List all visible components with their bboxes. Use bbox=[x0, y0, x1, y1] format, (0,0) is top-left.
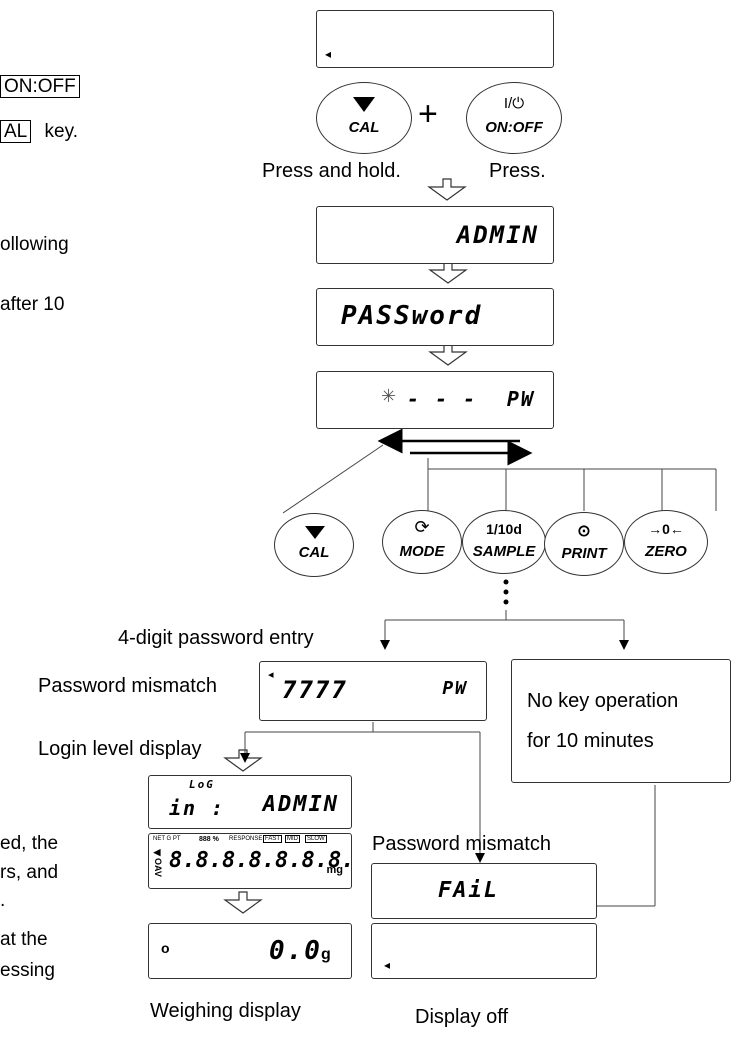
press-hold-label: Press and hold. bbox=[262, 160, 401, 182]
password-text: PASSword bbox=[341, 301, 483, 331]
left-line-3: ollowing bbox=[0, 234, 69, 255]
cycle-icon: ⟳ bbox=[414, 517, 430, 537]
pw-mismatch-right-label: Password mismatch bbox=[372, 833, 551, 855]
left-line-8: at the bbox=[0, 929, 48, 950]
display-login: LoG in : ADMIN bbox=[148, 775, 352, 829]
triangle-down-icon bbox=[353, 97, 375, 112]
power-icon: I/⏻ bbox=[503, 95, 525, 112]
display-password: PASSword bbox=[316, 288, 554, 346]
cal-button[interactable]: CAL bbox=[274, 513, 354, 577]
mismatch-digits: 7777 bbox=[282, 676, 348, 704]
four-digit-label: 4-digit password entry bbox=[118, 627, 314, 649]
display-segment-test: NET G PT 888 % RESPONSE FAST MID SLOW ◀O… bbox=[148, 833, 352, 889]
cursor-marker: ◂ bbox=[384, 958, 391, 972]
login-admin-text: ADMIN bbox=[262, 792, 339, 817]
cal-label: CAL bbox=[298, 544, 330, 561]
left-line-6: rs, and bbox=[0, 862, 59, 883]
fast-tag: FAST bbox=[263, 835, 283, 843]
triangle-down-icon bbox=[305, 526, 325, 539]
hollow-arrow-3 bbox=[428, 343, 468, 366]
no-key-box: No key operation for 10 minutes bbox=[511, 659, 731, 783]
left-line-9: essing bbox=[0, 960, 55, 981]
cursor-marker: ◂ bbox=[325, 47, 332, 61]
hollow-arrow-6 bbox=[223, 891, 263, 914]
display-pw-entry: ✳ - - - PW bbox=[316, 371, 554, 429]
slow-tag: SLOW bbox=[305, 835, 327, 843]
no-key-line-1: No key operation bbox=[527, 690, 679, 712]
all-segments: 8.8.8.8.8.8.8.8 bbox=[169, 848, 352, 873]
net-indicators: NET G PT bbox=[153, 836, 181, 842]
login-main-text: in : bbox=[169, 796, 226, 820]
no-key-line-2: for 10 minutes bbox=[527, 730, 654, 752]
mode-button[interactable]: ⟳ MODE bbox=[382, 510, 462, 574]
mid-tag: MID bbox=[285, 835, 300, 843]
left-line-4: after 10 bbox=[0, 294, 65, 315]
admin-text: ADMIN bbox=[456, 221, 539, 249]
cal-label: CAL bbox=[348, 119, 380, 136]
left-line-2: AL key. bbox=[0, 120, 78, 143]
display-initial: ◂ bbox=[316, 10, 554, 68]
print-icon: ⊙ bbox=[577, 523, 591, 540]
mismatch-suffix: PW bbox=[442, 678, 468, 699]
weigh-value: 0.0 bbox=[269, 936, 322, 966]
left-line-1: ON:OFF bbox=[0, 75, 80, 98]
onoff-key-ref: ON:OFF bbox=[0, 75, 80, 98]
print-button[interactable]: ⊙ PRINT bbox=[544, 512, 624, 576]
zero-label: ZERO bbox=[645, 543, 687, 560]
pct-indicator: 888 % bbox=[199, 836, 219, 843]
sample-label: SAMPLE bbox=[472, 543, 536, 560]
sample-top-label: 1/10d bbox=[486, 521, 522, 537]
pw-mismatch-left-label: Password mismatch bbox=[38, 675, 217, 697]
hollow-arrow-2 bbox=[428, 261, 468, 284]
sample-button[interactable]: 1/10d SAMPLE bbox=[462, 510, 546, 574]
unit-indicator: mg bbox=[326, 864, 344, 876]
cal-key-ref: AL bbox=[0, 120, 32, 143]
cursor-marker: ◂ bbox=[268, 669, 274, 681]
fail-text: FAiL bbox=[438, 878, 499, 903]
display-off: ◂ bbox=[371, 923, 597, 979]
plus-sign: + bbox=[418, 95, 438, 133]
onoff-button[interactable]: I/⏻ ON:OFF bbox=[466, 82, 562, 154]
hollow-arrow-5 bbox=[223, 749, 263, 772]
pw-suffix: PW bbox=[506, 387, 535, 411]
weighing-label: Weighing display bbox=[150, 1000, 301, 1022]
continuation-dots bbox=[503, 579, 509, 605]
cal-button-top[interactable]: CAL bbox=[316, 82, 412, 154]
display-off-label: Display off bbox=[415, 1006, 509, 1028]
key-word: key. bbox=[44, 121, 78, 142]
print-label: PRINT bbox=[561, 545, 607, 562]
display-fail: FAiL bbox=[371, 863, 597, 919]
login-level-label: Login level display bbox=[38, 738, 202, 760]
hollow-arrow-1 bbox=[427, 178, 467, 201]
login-small-text: LoG bbox=[189, 778, 215, 791]
onoff-label: ON:OFF bbox=[485, 119, 543, 136]
weigh-unit: g bbox=[321, 946, 331, 963]
mode-label: MODE bbox=[399, 543, 445, 560]
zero-icon: →0← bbox=[648, 521, 684, 537]
display-admin: ADMIN bbox=[316, 206, 554, 264]
side-indicators: ◀OAV bbox=[153, 848, 163, 877]
left-line-7: . bbox=[0, 890, 6, 911]
response-indicator: RESPONSE bbox=[229, 836, 263, 842]
display-pw-mismatch: ◂ 7777 PW bbox=[259, 661, 487, 721]
display-weighing: o 0.0 g bbox=[148, 923, 352, 979]
stable-dot-icon: o bbox=[161, 940, 170, 956]
left-line-5: ed, the bbox=[0, 833, 59, 854]
pw-dashes: - - - bbox=[407, 387, 478, 411]
blink-icon: ✳ bbox=[381, 386, 397, 406]
zero-button[interactable]: →0← ZERO bbox=[624, 510, 708, 574]
press-label: Press. bbox=[489, 160, 546, 182]
